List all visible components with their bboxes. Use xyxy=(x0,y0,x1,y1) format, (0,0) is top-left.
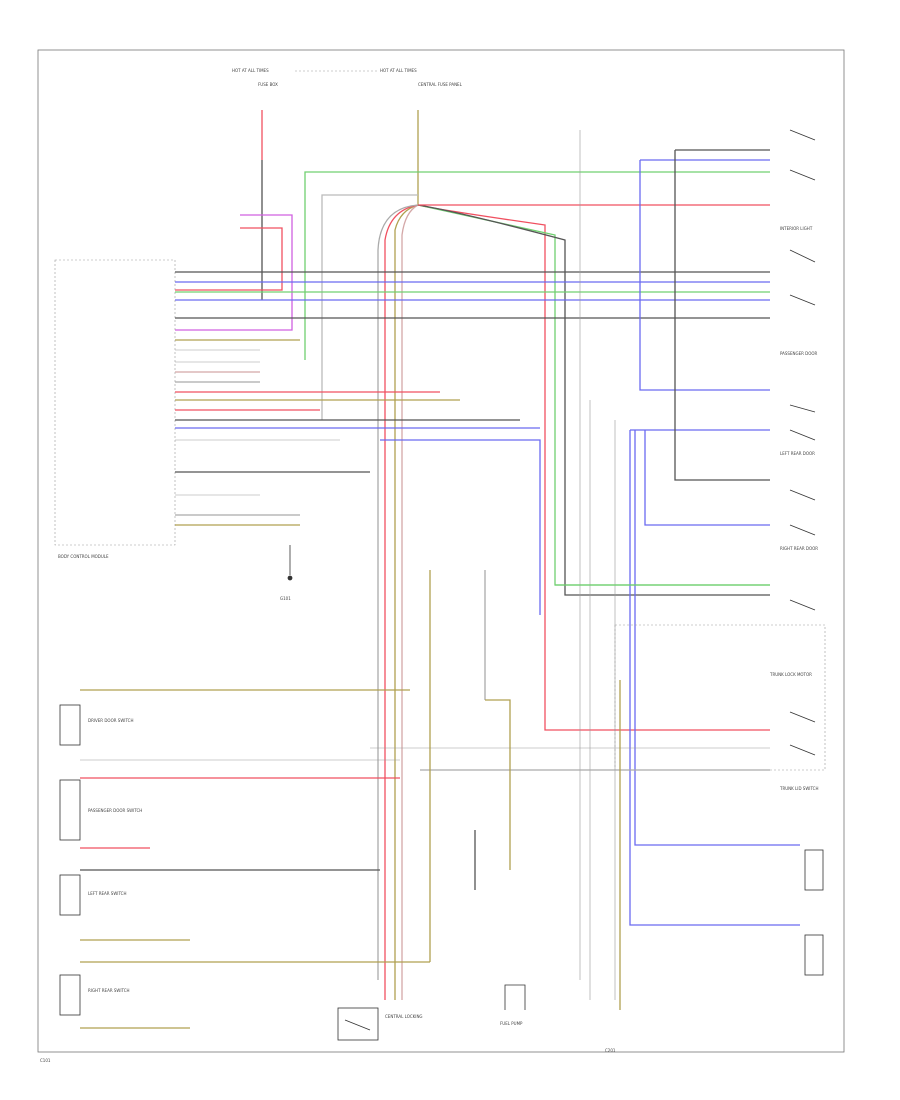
central-locking-label: CENTRAL LOCKING xyxy=(385,1014,423,1019)
footer-left-label: C101 xyxy=(40,1058,51,1063)
hot-at-all-times-label: HOT AT ALL TIMES xyxy=(232,68,269,73)
driver-door-switch-label: DRIVER DOOR SWITCH xyxy=(88,718,133,723)
passenger-door-switch-label: PASSENGER DOOR SWITCH xyxy=(88,808,142,813)
module-box xyxy=(54,259,176,546)
diagram-frame xyxy=(37,49,845,1053)
fuel-pump-symbol xyxy=(504,984,526,1010)
left-switch-panel xyxy=(59,704,81,1016)
passenger-door-label: PASSENGER DOOR xyxy=(780,351,818,356)
right-rear-switch-label: RIGHT REAR SWITCH xyxy=(88,988,130,993)
fuse-label: FUSE BOX xyxy=(258,82,278,87)
right-switches xyxy=(789,129,816,756)
ground-dot xyxy=(287,575,293,581)
red-loop xyxy=(175,227,283,291)
black-bus-right xyxy=(674,150,770,481)
blue-wire-3 xyxy=(639,160,770,391)
center-olive-route xyxy=(485,699,511,870)
blue-wire-5 xyxy=(644,430,770,526)
left-rear-switch-label: LEFT REAR SWITCH xyxy=(88,891,126,896)
trunk-lid-label: TRUNK LID SWITCH xyxy=(779,786,818,791)
fuel-pump-label: FUEL PUMP xyxy=(500,1021,523,1026)
interior-light-label: INTERIOR LIGHT xyxy=(780,226,813,231)
left-rear-door-label: LEFT REAR DOOR xyxy=(780,451,815,456)
central-locking-switch xyxy=(344,1019,371,1031)
central-fuse-label: CENTRAL FUSE PANEL xyxy=(418,82,463,87)
right-rear-door-label: RIGHT REAR DOOR xyxy=(780,546,818,551)
central-locking-box xyxy=(337,1007,379,1041)
actuator-box-1 xyxy=(804,849,824,891)
ground-label: G101 xyxy=(280,596,291,601)
actuator-box-2 xyxy=(804,934,824,976)
green-wire-top xyxy=(304,171,770,360)
hot-at-all-times-label-2: HOT AT ALL TIMES xyxy=(380,68,417,73)
trunk-lock-label: TRUNK LOCK MOTOR xyxy=(769,672,812,677)
blue-wire-7 xyxy=(629,430,800,926)
module-pins xyxy=(175,271,770,526)
blue-wire-1 xyxy=(380,439,541,615)
gray-wire-top xyxy=(321,194,418,420)
fanout-bundle xyxy=(377,204,770,1000)
footer-right-label: C201 xyxy=(605,1048,616,1053)
module-label: BODY CONTROL MODULE xyxy=(58,554,109,559)
blue-wire-6 xyxy=(634,430,800,846)
